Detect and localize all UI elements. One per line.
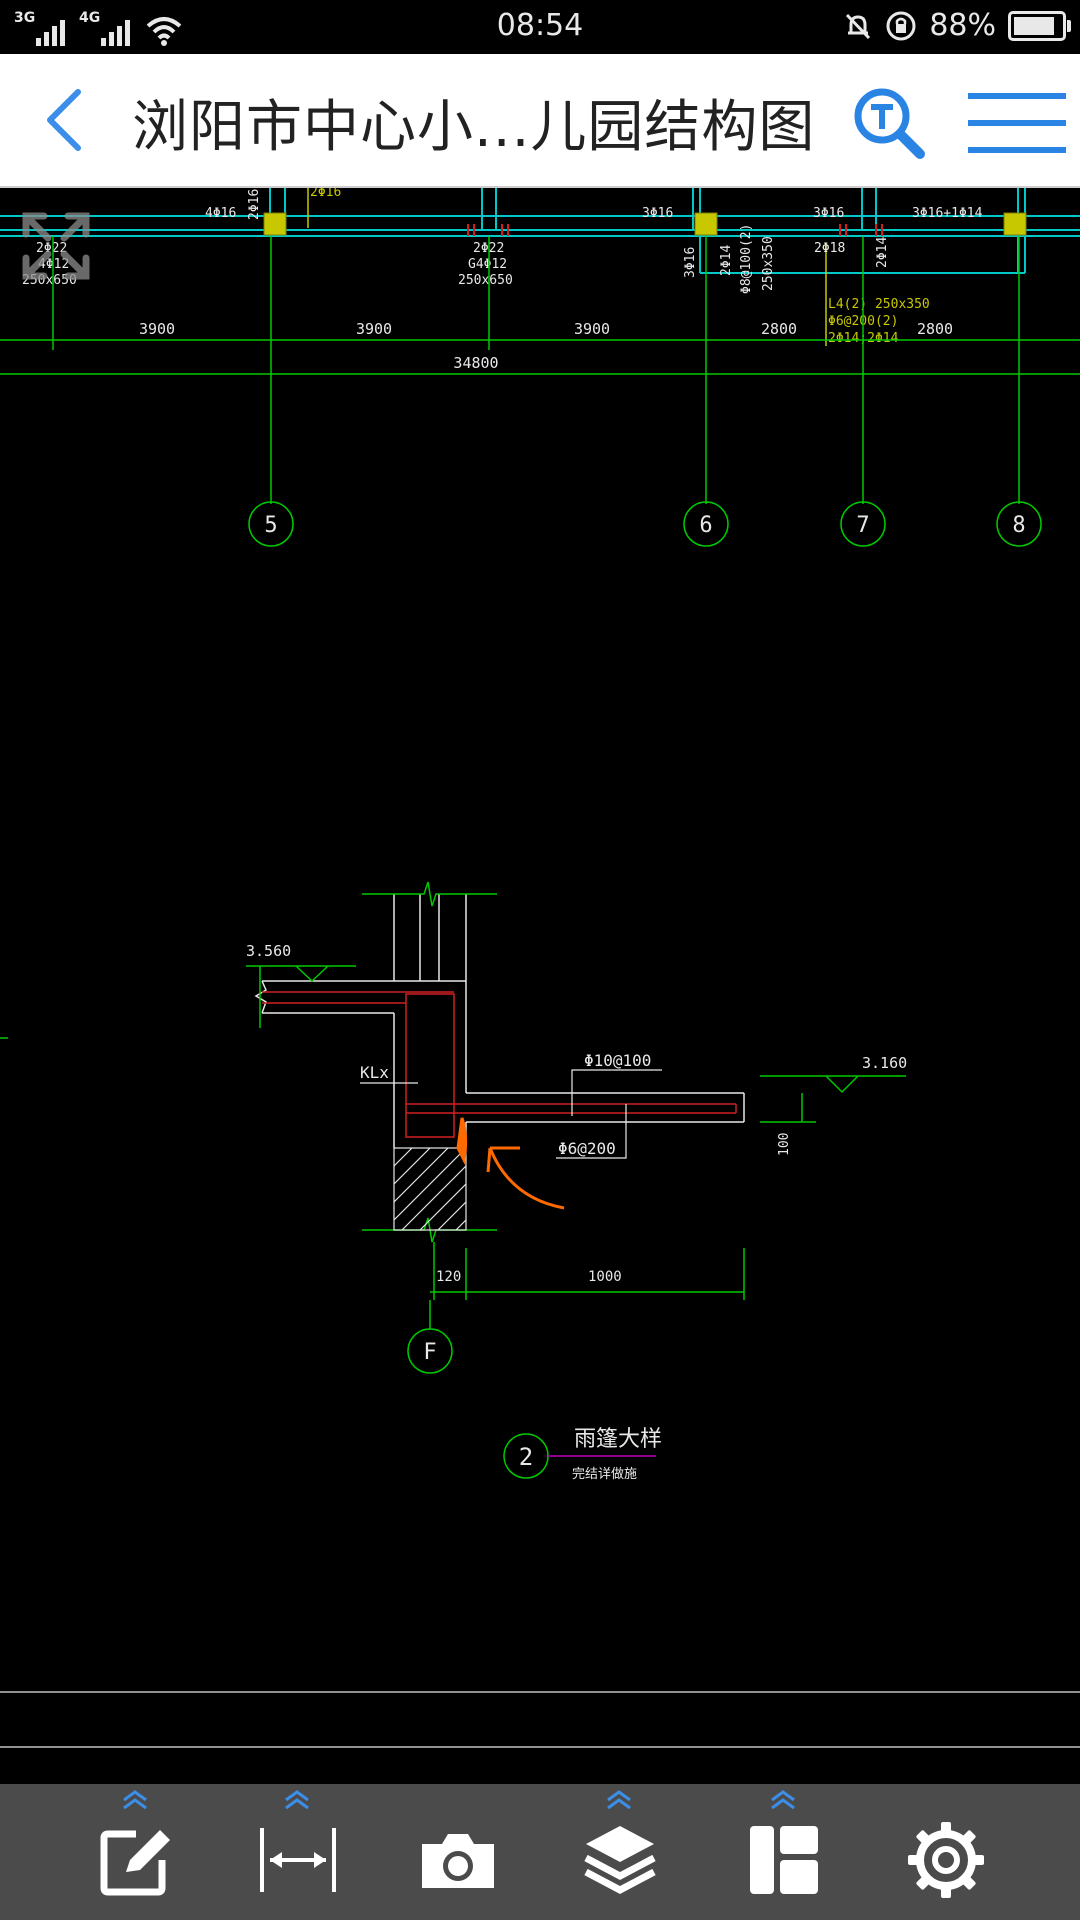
dimension-labels: 3900 3900 3900 2800 2800 34800 [139,320,953,372]
detail-elevation-right [760,1075,906,1123]
beam-label: 3Φ16 [642,206,673,221]
beam-label: 250x650 [458,273,513,288]
network-type-2: 4G [79,10,101,26]
chevron-up-icon [771,1790,795,1810]
axis-lines [0,236,1080,504]
detail-number: 2 [519,1443,533,1471]
beam-label: 2Φ18 [814,241,845,256]
detail-rebar [262,991,737,1138]
layout-button[interactable] [724,1784,844,1920]
plan-frame [0,188,1080,274]
beam-label: 3Φ16+1Φ14 [912,206,983,221]
clock: 08:54 [496,8,584,43]
chevron-up-icon [607,1790,631,1810]
beam-label: 2Φ14 [719,245,734,276]
battery-percent: 88% [929,8,996,43]
dimension-label: 3900 [356,320,392,338]
signal-group: 3G 4G [14,8,184,46]
detail-slab-left [254,980,745,1148]
bottom-toolbar [0,1784,1080,1920]
rebar-label-bottom: Φ6@200 [558,1139,616,1158]
page-title: 浏阳市中心小...儿园结构图 [132,95,816,160]
dimension-label: 2800 [917,320,953,338]
total-dimension: 34800 [453,354,498,372]
elevation-label-left: 3.560 [246,942,291,960]
text-search-icon[interactable] [850,84,928,162]
beam-label: 4Φ16 [205,206,236,221]
beam-label: Φ8@100(2) [739,224,754,294]
slab-thickness-label: 100 [777,1133,792,1156]
layers-button[interactable] [560,1784,680,1920]
axis-label: 5 [264,513,277,538]
battery-fill [1014,16,1054,35]
camera-icon [422,1834,494,1888]
axis-bubbles [248,501,1042,547]
beam-label: 2Φ22 [36,241,67,256]
axis-label: 6 [699,513,712,538]
detail-hatch [393,1147,467,1231]
status-bar: 3G 4G 08:54 88% [0,0,1080,54]
elevation-label-right: 3.160 [862,1054,907,1072]
beam-note-line: L4(2) 250x350 [828,297,930,312]
measure-icon [260,1828,336,1892]
status-right: 88% [843,8,1071,43]
axis-label: 7 [856,513,869,538]
plan-beam-note: L4(2) 250x350 Φ6@200(2) 2Φ14;2Φ14 [828,297,930,346]
network-type-1: 3G [14,10,36,26]
detail-title: 雨篷大样 [574,1427,662,1452]
wifi-icon [146,17,182,46]
settings-button[interactable] [886,1784,1006,1920]
measure-button[interactable] [238,1784,358,1920]
fullscreen-expand-icon[interactable] [16,206,96,286]
edit-button[interactable] [76,1784,196,1920]
dimension-label: 3900 [139,320,175,338]
detail-leaders [360,1069,662,1159]
signal-icon-2: 4G [79,10,130,46]
plan-columns [263,212,1027,236]
chevron-up-icon [123,1790,147,1810]
dim-label-120: 120 [436,1269,461,1285]
beam-label: G4Φ12 [468,257,507,272]
signal-icon-1: 3G [14,10,65,46]
detail-break-lines [362,881,497,1300]
beam-label: 250x350 [761,236,776,291]
battery-icon [1008,10,1071,41]
mute-bell-icon [846,13,871,39]
annotation-arrow [486,1146,565,1210]
detail-subtitle: 完结详做施 [572,1467,637,1482]
beam-label: 2Φ14 [875,237,890,268]
detail-elevation-left [0,965,356,1039]
edit-icon [100,1830,170,1896]
plan-beam-labels: 4Φ16 2Φ16 2Φ22 G4Φ12 250x650 3Φ16 3Φ16 3… [22,188,983,294]
axis-label-f: F [423,1340,436,1365]
beam-label: 2Φ16 [247,189,262,220]
annotation-marker [456,1117,468,1165]
plan-yellow-leader [307,188,827,346]
layers-icon [584,1826,656,1894]
layout-icon [750,1826,818,1894]
beam-label: 2Φ16 [310,188,341,200]
detail-wall-top [393,894,467,981]
gear-icon [908,1822,984,1898]
back-button[interactable] [30,84,102,156]
drawing-canvas[interactable]: 4Φ16 2Φ16 2Φ22 G4Φ12 250x650 3Φ16 3Φ16 3… [0,188,1080,1784]
axis-label: 8 [1012,513,1025,538]
axis-bubble-labels: 5 6 7 8 [264,513,1025,538]
title-bar: 浏阳市中心小...儿园结构图 [0,54,1080,188]
beam-label: 3Φ16 [813,206,844,221]
chevron-up-icon [285,1790,309,1810]
detail-dimension [430,1248,745,1300]
dim-label-1000: 1000 [588,1269,622,1285]
rotation-lock-icon [886,11,916,40]
menu-icon[interactable] [962,90,1072,156]
beam-label-klx: KLx [360,1063,389,1082]
beam-label: 3Φ16 [683,247,698,278]
screenshot-button[interactable] [398,1784,518,1920]
plan-red-marks [467,224,883,236]
rebar-label-top: Φ10@100 [584,1051,651,1070]
dimension-label: 3900 [574,320,610,338]
dimension-label: 2800 [761,320,797,338]
